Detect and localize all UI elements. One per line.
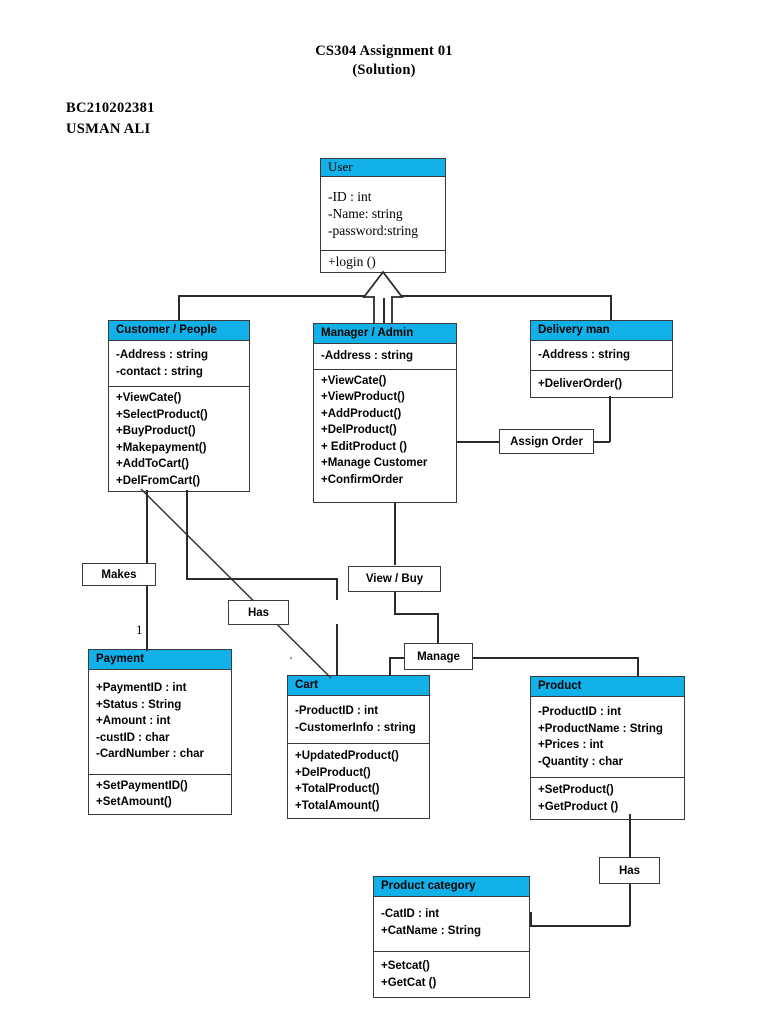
relationship-label-manage[interactable]: Manage [404, 643, 473, 670]
class-box-product[interactable]: Product -ProductID : int +ProductName : … [530, 676, 685, 820]
multiplicity-payment-one: 1 [136, 622, 143, 637]
student-name: USMAN ALI [66, 121, 151, 137]
class-header-payment: Payment [89, 650, 231, 670]
class-box-cart[interactable]: Cart -ProductID : int -CustomerInfo : st… [287, 675, 430, 819]
class-methods-product-category: +Setcat() +GetCat () [374, 951, 529, 997]
class-header-product: Product [531, 677, 684, 697]
manage-cart-horizontal [389, 657, 404, 659]
relationship-label-has-cart[interactable]: Has [228, 600, 289, 625]
has-category-horizontal [530, 925, 630, 927]
class-box-manager[interactable]: Manager / Admin -Address : string +ViewC… [313, 323, 457, 503]
student-id: BC210202381 [66, 100, 155, 116]
category-right-stub [530, 912, 532, 926]
assign-order-delivery-line [594, 441, 610, 443]
class-methods-cart: +UpdatedProduct() +DelProduct() +TotalPr… [288, 743, 429, 818]
customer-has-horizontal [186, 578, 337, 580]
generalization-drop-delivery [610, 295, 612, 320]
class-header-delivery-man: Delivery man [531, 321, 672, 341]
generalization-triangle-icon [362, 270, 404, 298]
class-attributes-payment: +PaymentID : int +Status : String +Amoun… [96, 682, 204, 760]
manage-product-vertical [637, 657, 639, 677]
class-methods-delivery-man: +DeliverOrder() [531, 369, 672, 398]
class-attributes-manager: -Address : string [321, 350, 414, 362]
class-box-payment[interactable]: Payment +PaymentID : int +Status : Strin… [88, 649, 232, 815]
class-methods-manager: +ViewCate() +ViewProduct() +AddProduct()… [314, 368, 456, 503]
makes-payment-lower-line [146, 586, 148, 651]
product-has-vertical-lower [629, 884, 631, 926]
relationship-label-makes[interactable]: Makes [82, 563, 156, 586]
delivery-assign-order-vertical [609, 396, 611, 442]
class-header-manager: Manager / Admin [314, 324, 456, 344]
class-attributes-delivery-man: -Address : string [538, 349, 631, 361]
class-header-user: User [321, 159, 445, 177]
generalization-bus-line [178, 295, 612, 297]
class-box-customer[interactable]: Customer / People -Address : string -con… [108, 320, 250, 492]
product-has-vertical-upper [629, 814, 631, 858]
class-box-product-category[interactable]: Product category -CatID : int +CatName :… [373, 876, 530, 998]
class-header-product-category: Product category [374, 877, 529, 897]
manager-assign-order-line [457, 441, 500, 443]
class-methods-payment: +SetPaymentID() +SetAmount() [89, 773, 231, 814]
viewbuy-manage-horizontal [394, 613, 438, 615]
class-attributes-cart: -ProductID : int -CustomerInfo : string [295, 705, 416, 734]
generalization-drop-manager [383, 295, 385, 323]
page-title: CS304 Assignment 01 [315, 43, 453, 59]
class-attributes-product: -ProductID : int +ProductName : String +… [538, 706, 663, 768]
class-header-cart: Cart [288, 676, 429, 696]
class-header-customer: Customer / People [109, 321, 249, 341]
class-attributes-user: -ID : int -Name: string -password:string [328, 189, 418, 238]
class-attributes-product-category: -CatID : int +CatName : String [381, 908, 482, 937]
class-box-delivery-man[interactable]: Delivery man -Address : string +DeliverO… [530, 320, 673, 398]
class-methods-user: +login () [321, 250, 445, 272]
manage-cart-vertical [389, 657, 391, 676]
class-attributes-customer: -Address : string -contact : string [116, 349, 209, 378]
relationship-label-assign-order[interactable]: Assign Order [499, 429, 594, 454]
manager-viewbuy-vertical [394, 503, 396, 565]
has-box-stub-top [336, 578, 338, 600]
customer-has-vertical [186, 490, 188, 578]
viewbuy-drop [394, 591, 396, 614]
class-methods-customer: +ViewCate() +SelectProduct() +BuyProduct… [109, 386, 249, 491]
generalization-drop-customer [178, 295, 180, 321]
relationship-label-has-category[interactable]: Has [599, 857, 660, 884]
class-box-user[interactable]: User -ID : int -Name: string -password:s… [320, 158, 446, 273]
relationship-label-view-buy[interactable]: View / Buy [348, 566, 441, 592]
has-cart-vertical [336, 624, 338, 676]
class-methods-product: +SetProduct() +GetProduct () [531, 777, 684, 819]
manage-stub-top [437, 613, 439, 646]
page-subtitle: (Solution) [352, 62, 416, 78]
multiplicity-cart-tick: ' [290, 655, 292, 667]
manage-product-horizontal [473, 657, 639, 659]
customer-makes-upper-line [146, 490, 148, 563]
